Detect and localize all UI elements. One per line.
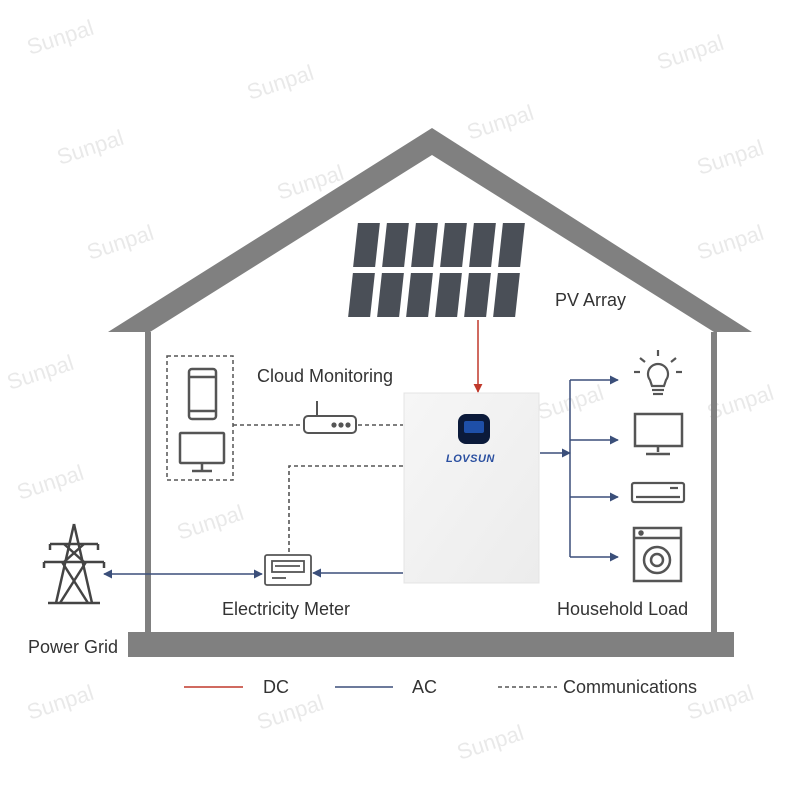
pv-array-panels xyxy=(345,221,528,319)
cloud-monitoring-label: Cloud Monitoring xyxy=(257,366,394,386)
inverter-brand: LOVSUN xyxy=(446,453,495,465)
svg-text:Sunpal: Sunpal xyxy=(84,220,157,265)
air-conditioner-icon xyxy=(630,481,686,504)
svg-text:Sunpal: Sunpal xyxy=(14,460,87,505)
svg-text:Sunpal: Sunpal xyxy=(54,125,127,170)
monitoring-devices-box xyxy=(166,355,234,481)
meter-icon xyxy=(264,554,312,586)
router-icon xyxy=(303,401,357,434)
ground-bar xyxy=(128,632,734,657)
washing-machine-icon xyxy=(632,526,683,583)
svg-text:Sunpal: Sunpal xyxy=(174,500,247,545)
svg-text:Sunpal: Sunpal xyxy=(24,680,97,725)
svg-text:Sunpal: Sunpal xyxy=(694,220,767,265)
lightbulb-icon xyxy=(634,350,682,396)
legend-ac-label: AC xyxy=(412,677,438,697)
transmission-tower-icon xyxy=(42,523,106,605)
house-roof xyxy=(108,128,752,332)
legend-dc-label: DC xyxy=(263,677,289,697)
svg-text:Sunpal: Sunpal xyxy=(244,60,317,105)
svg-text:Sunpal: Sunpal xyxy=(454,720,527,765)
inverter xyxy=(403,392,540,584)
pv-array-label: PV Array xyxy=(555,290,627,310)
electricity-meter-label: Electricity Meter xyxy=(222,599,351,619)
smartphone-icon xyxy=(187,367,218,421)
communications-lines xyxy=(233,424,403,553)
svg-text:Sunpal: Sunpal xyxy=(24,15,97,60)
monitor-icon xyxy=(178,431,226,473)
legend-communications-label: Communications xyxy=(563,677,698,697)
svg-text:Sunpal: Sunpal xyxy=(464,100,537,145)
svg-text:Sunpal: Sunpal xyxy=(4,350,77,395)
power-grid-label: Power Grid xyxy=(28,637,119,657)
svg-text:Sunpal: Sunpal xyxy=(654,30,727,75)
house-walls xyxy=(145,332,717,632)
ac-lines xyxy=(103,375,619,579)
household-load-label: Household Load xyxy=(557,599,689,619)
svg-text:Sunpal: Sunpal xyxy=(694,135,767,180)
television-icon xyxy=(633,412,684,456)
